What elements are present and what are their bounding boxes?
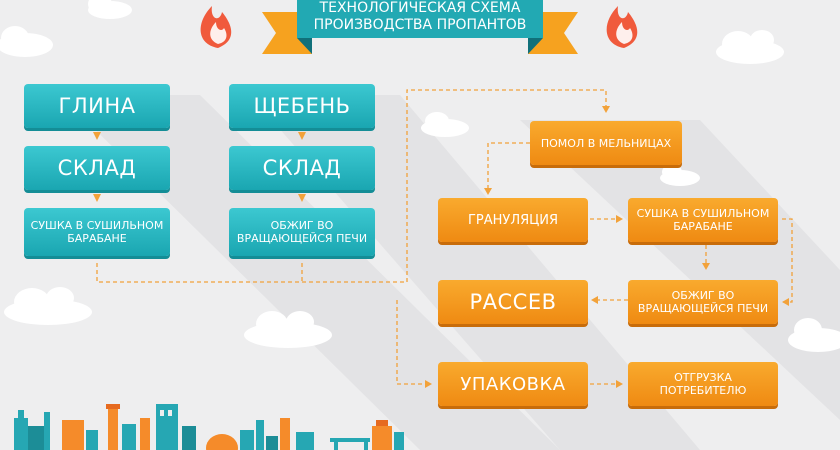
flame-icon xyxy=(606,6,638,48)
flame-icon xyxy=(200,6,232,48)
factory-skyline-icon xyxy=(14,404,404,450)
stone-firing-step: ОБЖИГ ВО ВРАЩАЮЩЕЙСЯ ПЕЧИ xyxy=(229,208,375,256)
cloud-icon xyxy=(716,30,784,64)
cloud-icon xyxy=(4,287,92,325)
firing-step: ОБЖИГ ВО ВРАЩАЮЩЕЙСЯ ПЕЧИ xyxy=(628,280,778,324)
sieving-step: РАССЕВ xyxy=(438,280,588,324)
packing-step: УПАКОВКА xyxy=(438,362,588,406)
arrow-icon xyxy=(93,132,306,202)
cloud-icon xyxy=(788,318,840,352)
cloud-icon xyxy=(0,26,53,57)
cloud-icon xyxy=(88,0,132,19)
clay-storage-step: СКЛАД xyxy=(24,146,170,190)
drying-step: СУШКА В СУШИЛЬНОМ БАРАБАНЕ xyxy=(628,198,778,242)
clay-step: ГЛИНА xyxy=(24,84,170,128)
granulation-step: ГРАНУЛЯЦИЯ xyxy=(438,198,588,242)
arrow-icon xyxy=(425,106,789,388)
page-title: ТЕХНОЛОГИЧЕСКАЯ СХЕМА ПРОИЗВОДСТВА ПРОПА… xyxy=(297,0,543,38)
stone-storage-step: СКЛАД xyxy=(229,146,375,190)
cloud-icon xyxy=(421,112,469,137)
milling-step: ПОМОЛ В МЕЛЬНИЦАХ xyxy=(530,121,682,165)
title-line-1: ТЕХНОЛОГИЧЕСКАЯ СХЕМА xyxy=(319,0,521,16)
cloud-icon xyxy=(244,311,332,348)
title-line-2: ПРОИЗВОДСТВА ПРОПАНТОВ xyxy=(313,17,527,33)
clay-drying-step: СУШКА В СУШИЛЬНОМ БАРАБАНЕ xyxy=(24,208,170,256)
crushed-stone-step: ЩЕБЕНЬ xyxy=(229,84,375,128)
cloud-icon xyxy=(660,164,700,186)
shipping-step: ОТГРУЗКА ПОТРЕБИТЕЛЮ xyxy=(628,362,778,406)
